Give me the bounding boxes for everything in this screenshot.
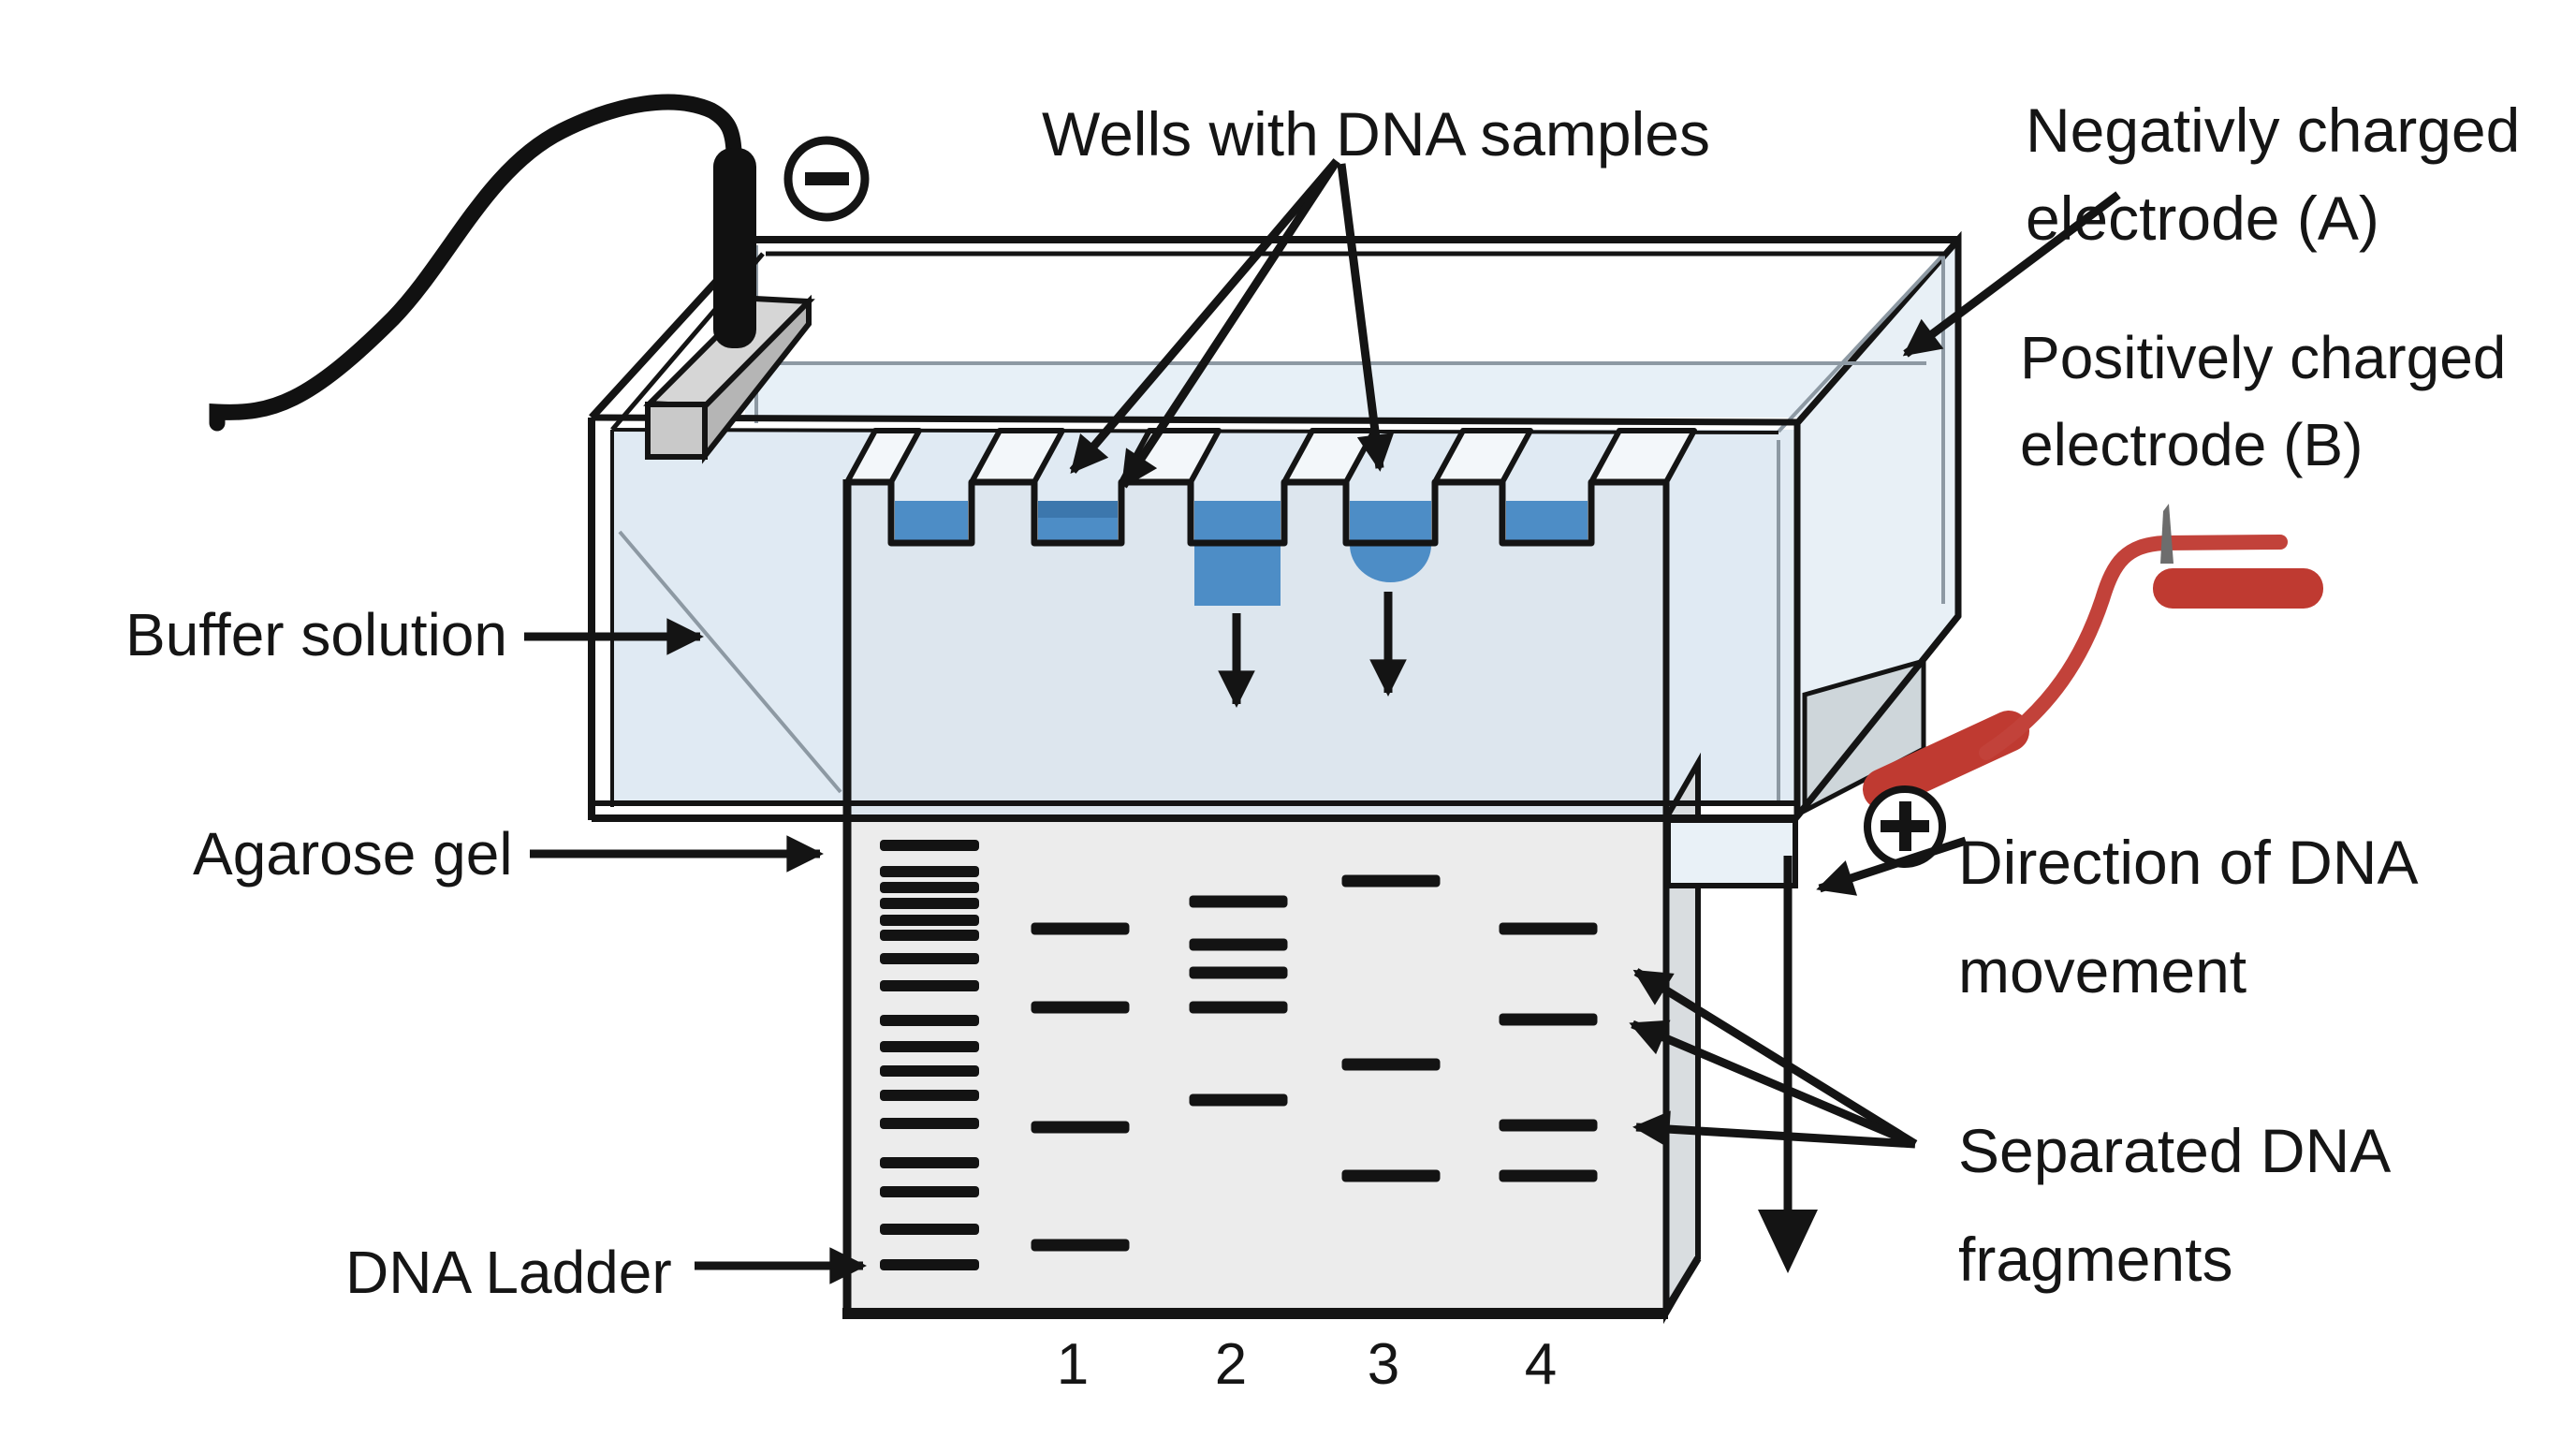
tank-right-foot: [1665, 817, 1798, 888]
negative-electrode-label-line2: electrode (A): [2026, 183, 2379, 253]
ladder-band: [880, 866, 979, 877]
separated-label-line1: Separated DNA: [1958, 1116, 2391, 1185]
ladder-band: [880, 980, 979, 991]
fragment-arrow-3: [1632, 1110, 1916, 1149]
red-banana-plug: [1863, 711, 2029, 810]
ladder-band: [880, 840, 979, 851]
ladder-band: [880, 1041, 979, 1052]
direction-arrow: [1816, 836, 1968, 896]
lane-number: 2: [1215, 1332, 1247, 1397]
well-sample: [895, 501, 968, 543]
well-sample-drop: [1350, 541, 1431, 582]
gel-in-tank: [847, 482, 1666, 818]
gel-band: [1341, 1058, 1441, 1071]
gel-band: [1189, 966, 1288, 979]
ladder-band: [880, 1157, 979, 1168]
dna-movement-arrowhead: [1758, 1210, 1818, 1273]
gel-bands-layer: [880, 840, 1598, 1270]
gel-band: [1031, 1121, 1130, 1134]
ladder-band: [880, 930, 979, 941]
gel-band: [1189, 895, 1288, 908]
agarose-gel-label: Agarose gel: [193, 820, 513, 888]
ladder-band: [880, 953, 979, 964]
well-sample: [1194, 501, 1281, 543]
gel-band: [1341, 874, 1441, 888]
gel-band: [1189, 1001, 1288, 1014]
wells-label: Wells with DNA samples: [1042, 99, 1710, 169]
ladder-band: [880, 1065, 979, 1077]
separated-label-line2: fragments: [1958, 1225, 2232, 1294]
ladder-band: [880, 882, 979, 893]
ladder-band: [880, 1090, 979, 1101]
well-sample: [1506, 501, 1588, 543]
positive-electrode-label-line2: electrode (B): [2020, 411, 2363, 478]
black-wire: [209, 94, 742, 432]
well-sample-sinking: [1194, 541, 1281, 606]
direction-label-line1: Direction of DNA: [1958, 828, 2419, 897]
positive-electrode-assembly: [1863, 504, 2323, 868]
wells-arrow-1: [1069, 158, 1340, 475]
gel-band: [1341, 1169, 1441, 1182]
black-electrode-rod: [713, 148, 756, 348]
annotations: Wells with DNA samples Negativly charged…: [125, 95, 2520, 1306]
comb-outline: [847, 478, 1666, 547]
well-samples-layer: [895, 501, 1588, 606]
lane-number: 4: [1525, 1332, 1557, 1397]
gel-band: [1499, 1013, 1598, 1026]
plus-bar-v: [1899, 801, 1911, 851]
fragment-arrow-2: [1629, 1020, 1917, 1149]
ladder-band: [880, 1259, 979, 1270]
lane-number: 3: [1368, 1332, 1399, 1397]
gel-band: [1499, 1169, 1598, 1182]
fragment-arrow-1: [1632, 968, 1918, 1148]
tank-front-bottom: [592, 613, 1961, 888]
wells-arrow-2: [1120, 158, 1340, 490]
gel-band: [1499, 1119, 1598, 1132]
wells-arrow-3: [1337, 163, 1395, 472]
negative-electrode-assembly: [209, 94, 870, 464]
ladder-band: [880, 1186, 979, 1197]
gel-band: [1499, 922, 1598, 935]
buffer-surface: [745, 364, 1926, 418]
agarose-gel-slab: 1 2 3 4: [842, 428, 1702, 1397]
negative-electrode-arrow: [1902, 191, 2121, 358]
gel-band: [1031, 922, 1130, 935]
gel-band: [1189, 938, 1288, 951]
negative-electrode-label-line1: Negativly charged: [2026, 95, 2520, 165]
well-sample: [1350, 501, 1431, 543]
gel-band: [1031, 1239, 1130, 1252]
gel-band: [1031, 1001, 1130, 1014]
minus-bar: [805, 172, 849, 185]
ladder-band: [880, 915, 979, 926]
annotation-arrows: [524, 158, 2121, 1284]
connector-pin-icon: [2160, 504, 2174, 564]
red-wire: [1979, 535, 2288, 760]
red-connector-bar: [2153, 568, 2323, 609]
gel-band: [1189, 1093, 1288, 1107]
ladder-band: [880, 898, 979, 909]
ladder-band: [880, 1224, 979, 1235]
lane-number: 1: [1057, 1332, 1089, 1397]
electrode-clamp-front: [645, 402, 708, 460]
lane-numbers-layer: 1 2 3 4: [1057, 1332, 1557, 1397]
positive-electrode-label-line1: Positively charged: [2020, 324, 2506, 391]
ladder-band: [880, 1118, 979, 1129]
direction-label-line2: movement: [1958, 936, 2247, 1005]
buffer-solution-label: Buffer solution: [125, 601, 507, 668]
dna-ladder-label: DNA Ladder: [345, 1239, 672, 1306]
ladder-band: [880, 1015, 979, 1026]
well-sample-stripe: [1038, 501, 1118, 518]
